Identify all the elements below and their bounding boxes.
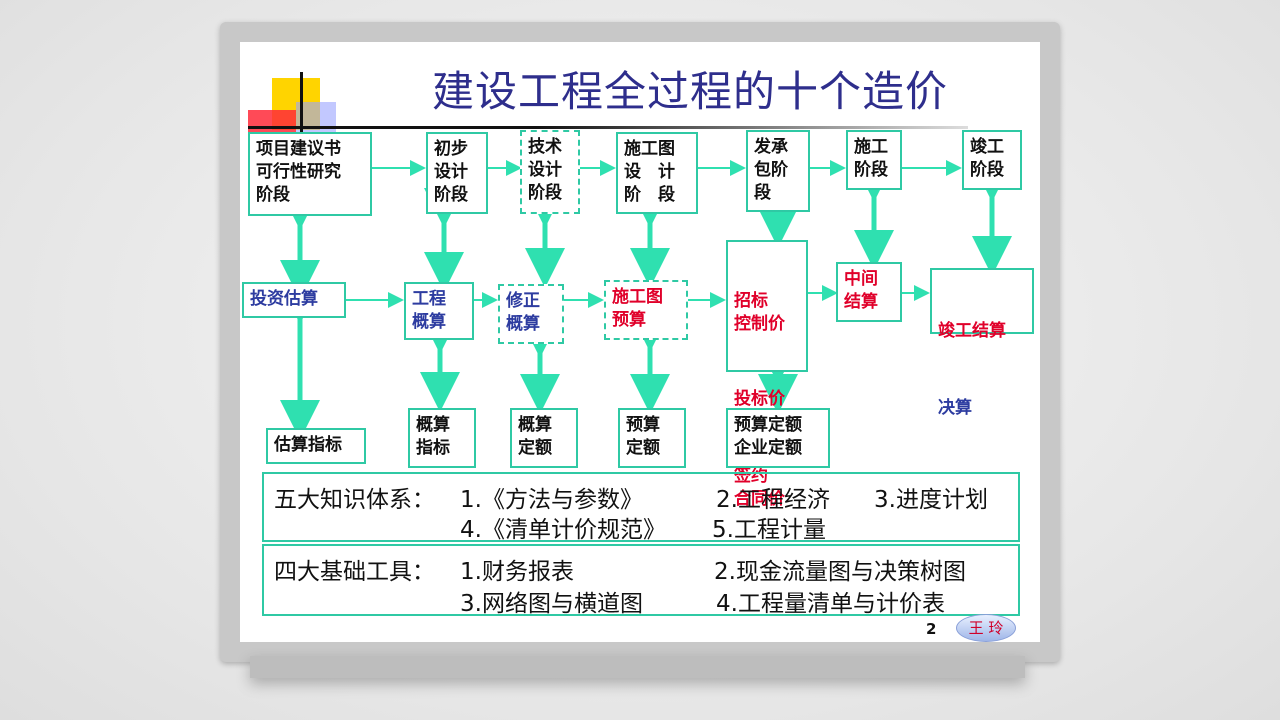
stage-construction: 施工 阶段 — [846, 130, 902, 190]
stage-preliminary-design: 初步 设计 阶段 — [426, 132, 488, 214]
cost-revised-estimate: 修正 概算 — [498, 284, 564, 344]
tools-item-1: 1.财务报表 — [460, 559, 574, 585]
completion-settlement: 竣工结算 — [938, 321, 1006, 341]
basis-preliminary-quota: 概算 定额 — [510, 408, 578, 468]
tools-item-4: 4.工程量清单与计价表 — [716, 591, 945, 617]
basis-budget-enterprise-quota: 预算定额 企业定额 — [726, 408, 830, 468]
tools-item-2: 2.现金流量图与决策树图 — [714, 559, 966, 585]
basis-budget-quota: 预算 定额 — [618, 408, 686, 468]
stage-completion: 竣工 阶段 — [962, 130, 1022, 190]
author-badge: 王 玲 — [956, 614, 1016, 642]
knowledge-system-panel: 五大知识体系： 1.《方法与参数》 2.工程经济 3.进度计划 4.《清单计价规… — [262, 472, 1020, 543]
frame-tray — [250, 656, 1025, 678]
tools-label: 四大基础工具： — [274, 559, 435, 585]
slide-title: 建设工程全过程的十个造价 — [431, 67, 948, 116]
page-number: 2 — [926, 620, 937, 638]
cost-construction-drawing-budget: 施工图 预算 — [604, 280, 688, 340]
basis-estimate-index: 估算指标 — [266, 428, 366, 464]
stage-bidding-contracting: 发承 包阶 段 — [746, 130, 810, 212]
stage-technical-design: 技术 设计 阶段 — [520, 130, 580, 214]
decor-horizontal-line — [248, 126, 968, 129]
cost-bidding-prices: 招标 控制价 投标价 签约 合同价 — [726, 240, 808, 509]
knowledge-item-2: 2.工程经济 — [716, 487, 830, 513]
knowledge-item-1: 1.《方法与参数》 — [460, 487, 643, 513]
stage-construction-drawing-design: 施工图 设 计 阶 段 — [616, 132, 698, 214]
basis-preliminary-index: 概算 指标 — [408, 408, 476, 468]
knowledge-label: 五大知识体系： — [274, 487, 435, 513]
bid-control-price: 招标 控制价 — [734, 291, 785, 334]
tender-price: 投标价 — [734, 389, 785, 409]
cost-investment-estimate: 投资估算 — [242, 282, 346, 318]
cost-interim-settlement: 中间 结算 — [836, 262, 902, 322]
cost-final-settlement: 竣工结算 决算 — [930, 268, 1034, 418]
flow-arrows — [280, 160, 1012, 440]
knowledge-item-5: 5.工程计量 — [712, 517, 826, 543]
slide: 建设工程全过程的十个造价 — [240, 42, 1040, 642]
tools-item-3: 3.网络图与横道图 — [460, 591, 643, 617]
contract-price: 签约 合同价 — [734, 466, 785, 509]
final-accounts: 决算 — [938, 398, 972, 418]
stage-proposal-feasibility: 项目建议书 可行性研究 阶段 — [248, 132, 372, 216]
knowledge-item-3: 3.进度计划 — [874, 487, 988, 513]
cost-preliminary-estimate: 工程 概算 — [404, 282, 474, 340]
basic-tools-panel: 四大基础工具： 1.财务报表 2.现金流量图与决策树图 3.网络图与横道图 4.… — [262, 544, 1020, 617]
knowledge-item-4: 4.《清单计价规范》 — [460, 517, 666, 543]
